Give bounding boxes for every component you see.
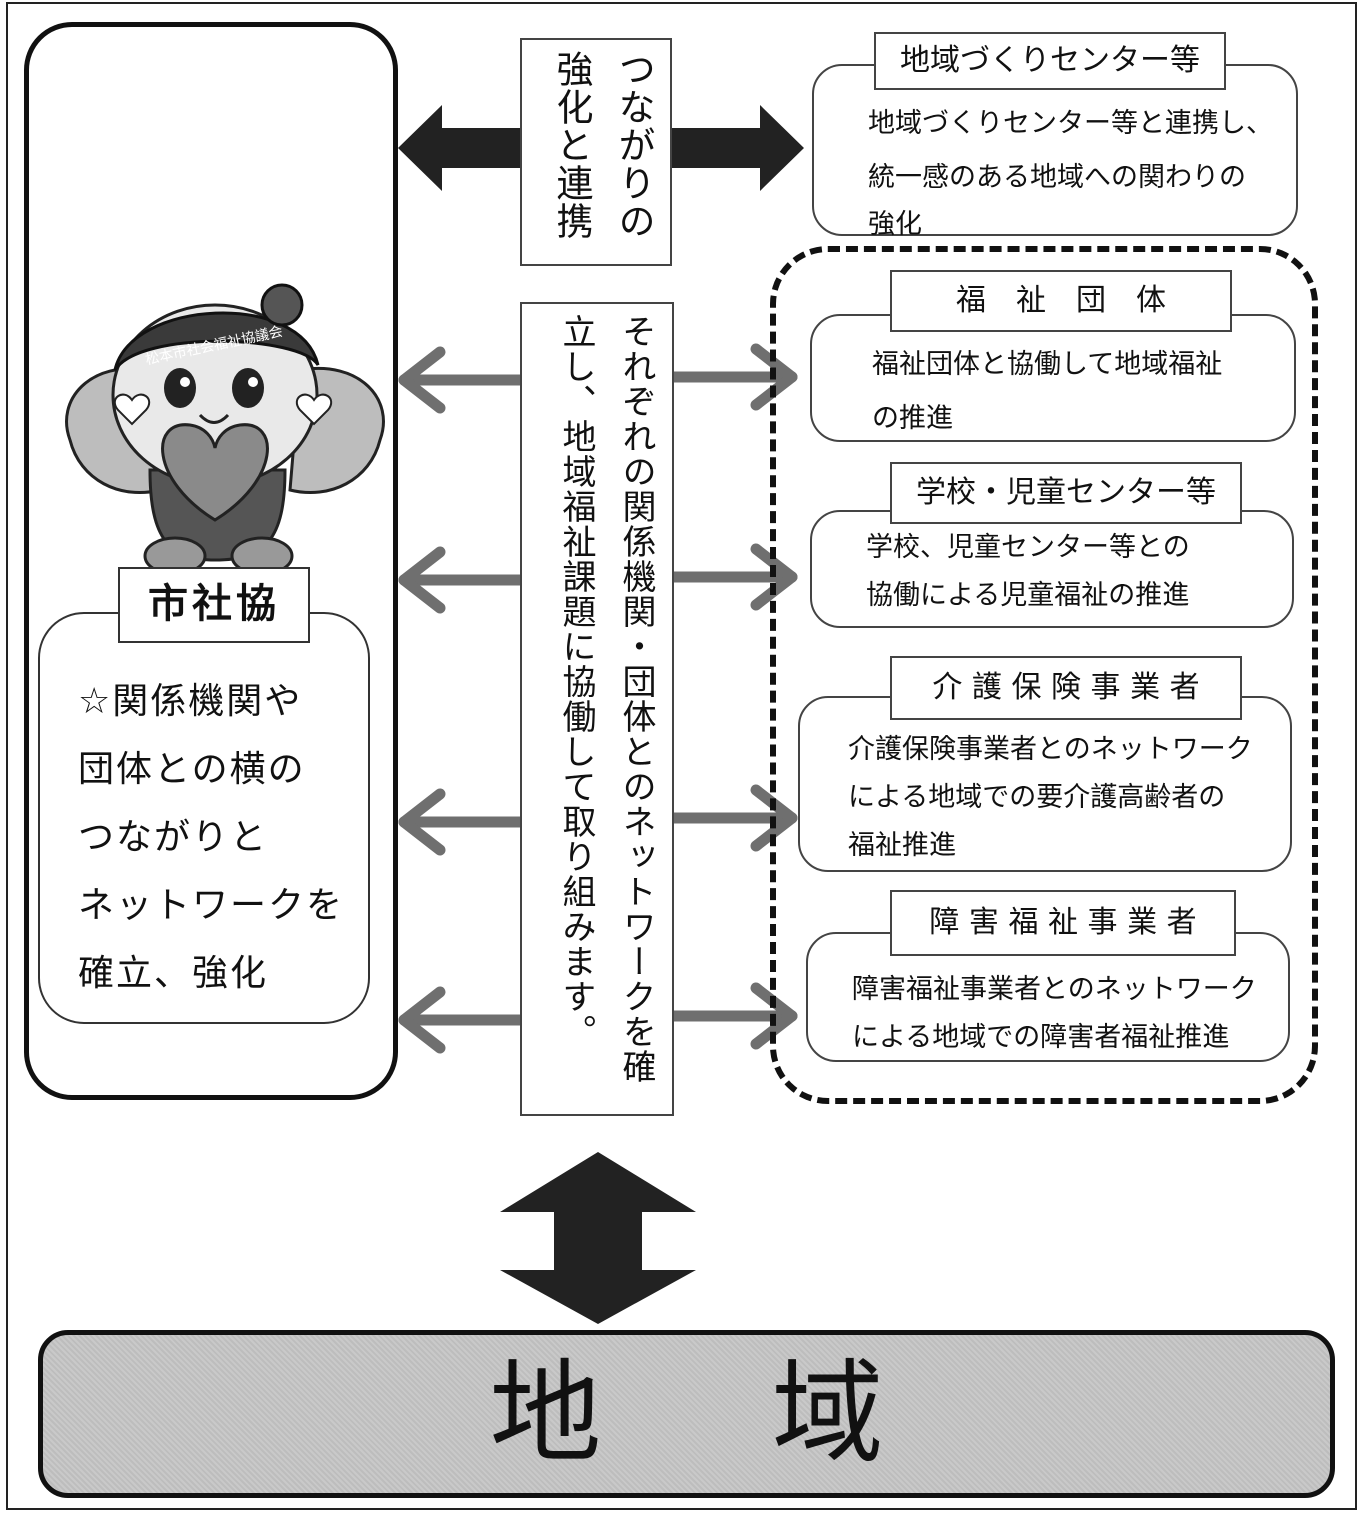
partner-text-line: 強化 [868,209,922,240]
partner-text-line: 福祉推進 [848,830,956,861]
network-statement: それぞれの関係機関・団体とのネットワークを確立し、地域福祉課題に協働して取り組み… [520,302,674,1116]
partner-text-welfare-groups: 福祉団体と協働して地域福祉 の推進 [872,338,1222,446]
partner-title-care-insurance: 介 護 保 険 事 業 者 [890,656,1242,720]
partner-text-line: 統一感のある地域への関わりの [868,162,1246,193]
partner-box-community-center [812,64,1298,236]
partner-text-disability-welfare: 障害福祉事業者とのネットワーク による地域での障害者福祉推進 [852,966,1257,1062]
partner-title-schools: 学校・児童センター等 [890,462,1242,524]
partner-text-line: による地域での要介護高齢者の [848,782,1226,813]
partner-text-care-insurance: 介護保険事業者とのネットワーク による地域での要介護高齢者の 福祉推進 [848,726,1253,870]
partner-text-line: 地域づくりセンター等と連携し、 [868,108,1273,139]
shakyo-description-line: つながりと [78,817,269,858]
shakyo-title: 市社協 [118,567,310,643]
welfare-partners-group [770,246,1318,1104]
partner-text-line: 福祉団体と協働して地域福祉 [872,349,1223,380]
shakyo-description: ☆関係機関や 団体との横の つながりと ネットワークを 確立、強化 [78,668,368,1008]
partner-title-disability-welfare: 障 害 福 祉 事 業 者 [890,890,1236,956]
shakyo-description-line: ☆関係機関や [78,681,303,722]
shakyo-description-line: ネットワークを [78,885,345,926]
partner-text-line: 介護保険事業者とのネットワーク [848,734,1253,765]
partner-text-schools: 学校、児童センター等との 協働による児童福祉の推進 [866,524,1190,620]
partner-box-care-insurance [798,696,1292,872]
partner-title-welfare-groups: 福 祉 団 体 [890,270,1232,332]
partner-text-line: 学校、児童センター等との [866,532,1190,563]
community-region-label: 地域 [489,1349,1054,1479]
partner-title-community-center: 地域づくりセンター等 [874,32,1226,90]
partner-text-line: による地域での障害者福祉推進 [852,1022,1230,1053]
connection-label: つながりの強化と連携 [520,38,672,266]
partner-text-line: 障害福祉事業者とのネットワーク [852,974,1257,1005]
partner-text-line: の推進 [872,403,953,434]
shakyo-description-line: 団体との横の [78,749,306,790]
partner-box-welfare-groups [810,314,1296,442]
diagram-frame [6,2,1357,1510]
partner-text-community-center: 地域づくりセンター等と連携し、 統一感のある地域への関わりの 強化 [868,97,1273,245]
shakyo-panel [24,22,398,1100]
partner-text-line: 協働による児童福祉の推進 [866,580,1190,611]
shakyo-description-line: 確立、強化 [78,953,269,994]
community-region-box [38,1330,1335,1498]
